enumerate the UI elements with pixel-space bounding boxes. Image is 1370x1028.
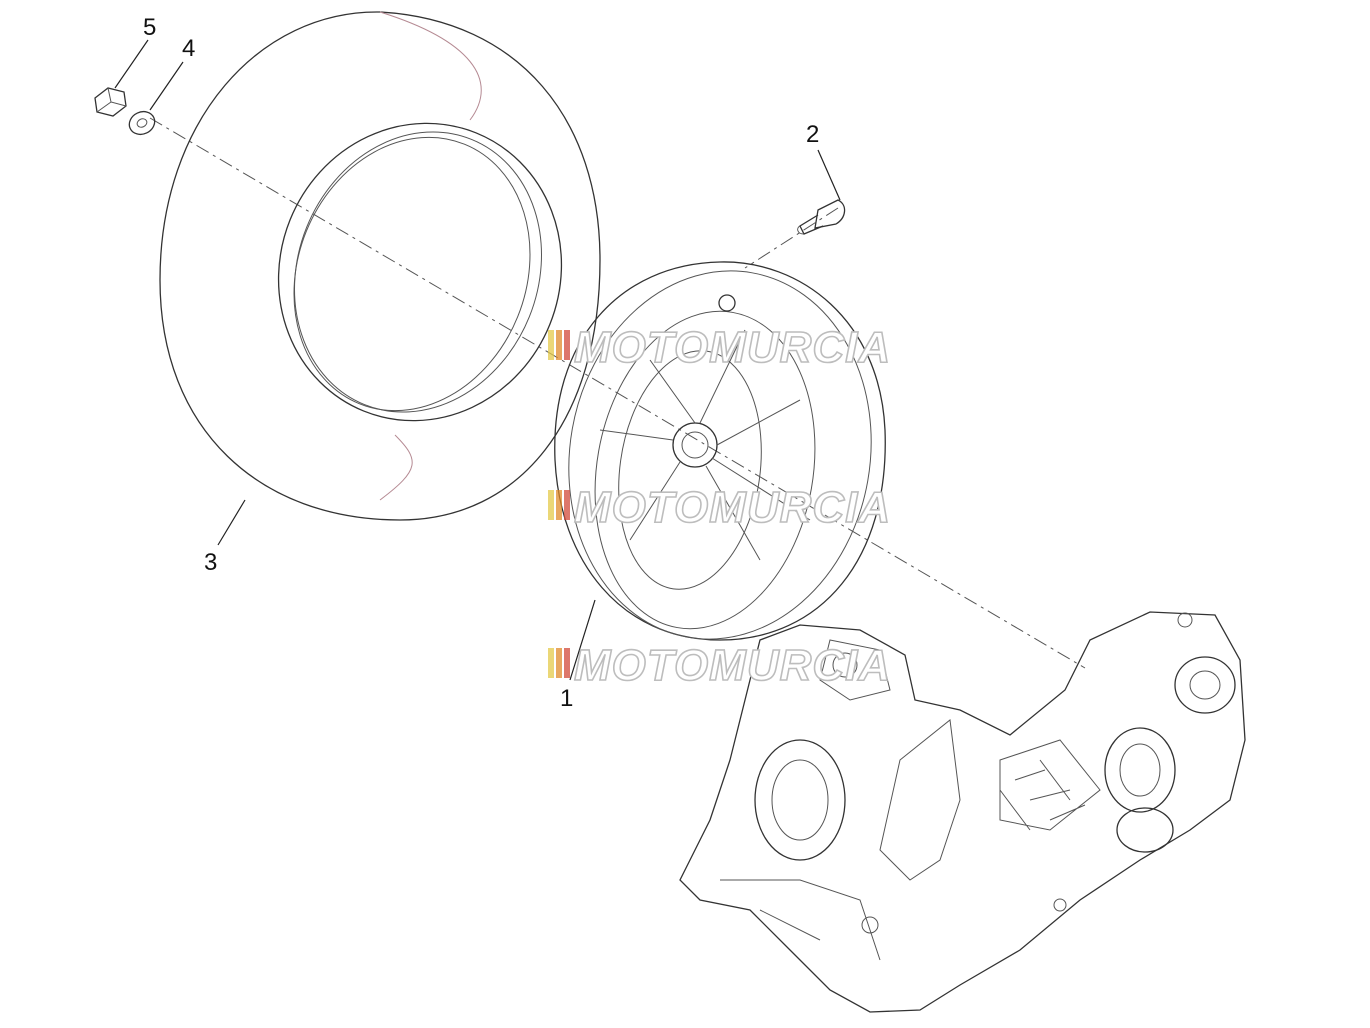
- tyre: [159, 11, 601, 521]
- watermark-bar-2: [556, 648, 562, 678]
- watermark-1: MOTOMURCIA: [548, 322, 891, 373]
- leader-4: [149, 61, 184, 111]
- nut: [94, 87, 127, 117]
- bolt: [797, 199, 846, 235]
- watermark-text: MOTOMURCIA: [574, 483, 891, 532]
- wheel-rim: [554, 261, 886, 641]
- watermark-bar-3: [564, 648, 570, 678]
- watermark-2: MOTOMURCIA: [548, 482, 891, 533]
- washer: [128, 110, 156, 136]
- callout-1: 1: [560, 685, 573, 712]
- leader-1: [569, 599, 596, 681]
- callout-3: 3: [204, 549, 217, 576]
- leader-3: [217, 499, 246, 546]
- watermark-bar-1: [548, 648, 554, 678]
- watermark-bar-1: [548, 330, 554, 360]
- watermark-bar-3: [564, 330, 570, 360]
- watermark-text: MOTOMURCIA: [574, 641, 891, 690]
- watermark-3: MOTOMURCIA: [548, 640, 891, 691]
- callout-2: 2: [806, 121, 819, 148]
- watermark-bar-2: [556, 490, 562, 520]
- watermark-text: MOTOMURCIA: [574, 323, 891, 372]
- watermark-bar-2: [556, 330, 562, 360]
- callout-4: 4: [182, 35, 195, 62]
- bolt-axis-line: [744, 207, 839, 269]
- leader-2: [817, 149, 841, 201]
- engine-crankcase: [679, 611, 1246, 1013]
- callout-5: 5: [143, 14, 156, 41]
- watermark-bar-3: [564, 490, 570, 520]
- watermark-bar-1: [548, 490, 554, 520]
- leader-5: [114, 39, 149, 89]
